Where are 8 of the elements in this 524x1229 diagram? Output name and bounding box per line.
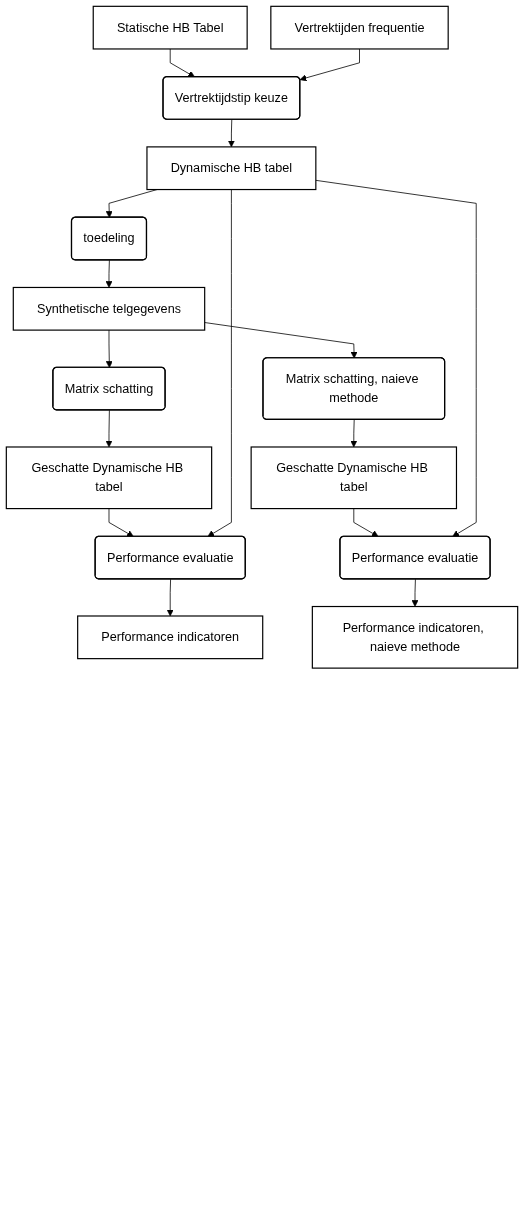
node-box: Performance indicatoren, naieve methode [311,605,519,669]
node-box: Dynamische HB tabel [146,146,317,191]
node-box: Geschatte Dynamische HB tabel [250,446,458,510]
node-box: Statische HB Tabel [92,5,248,50]
node-box: Geschatte Dynamische HB tabel [5,446,213,510]
node-box: Synthetische telgegevens [12,286,206,331]
node-box: Vertrektijden frequentie [270,5,449,50]
node-box: Performance indicatoren [77,615,264,660]
